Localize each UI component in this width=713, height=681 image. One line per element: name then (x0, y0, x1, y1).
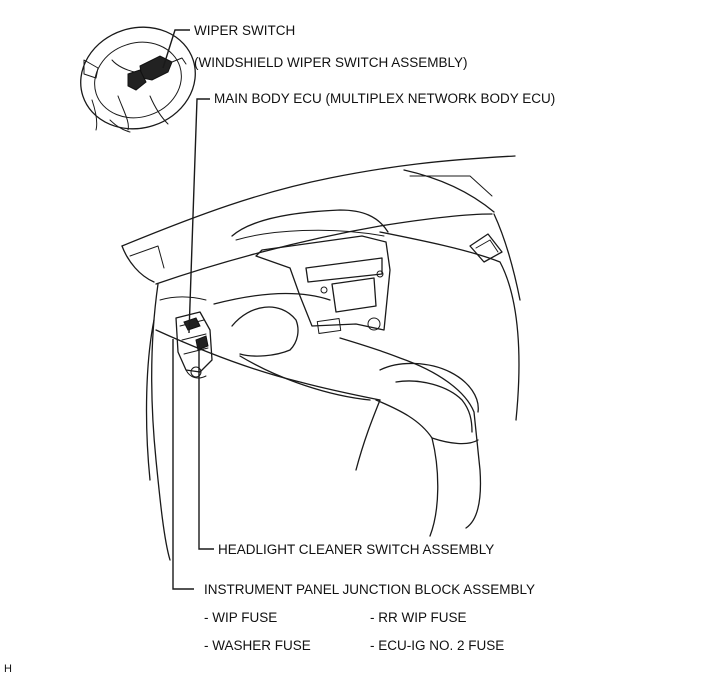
wip-fuse-label: - WIP FUSE (204, 610, 278, 625)
main-body-ecu-label: MAIN BODY ECU (MULTIPLEX NETWORK BODY EC… (214, 91, 556, 106)
instrument-panel-illustration (121, 155, 521, 561)
wiper-switch-assembly-label: (WINDSHIELD WIPER SWITCH ASSEMBLY) (194, 55, 468, 70)
corner-code-label: H (4, 663, 12, 675)
washer-fuse-label: - WASHER FUSE (204, 638, 311, 653)
ecu-ig2-fuse-label: - ECU-IG NO. 2 FUSE (370, 638, 505, 653)
junction-block-ecu-illustration (175, 311, 213, 379)
wiper-switch-label: WIPER SWITCH (194, 23, 296, 38)
rr-wip-fuse-label: - RR WIP FUSE (370, 610, 467, 625)
headlight-cleaner-switch-label: HEADLIGHT CLEANER SWITCH ASSEMBLY (218, 542, 495, 557)
steering-wheel-illustration (80, 26, 196, 133)
leader-lines (162, 29, 214, 590)
junction-block-label: INSTRUMENT PANEL JUNCTION BLOCK ASSEMBLY (204, 582, 536, 597)
